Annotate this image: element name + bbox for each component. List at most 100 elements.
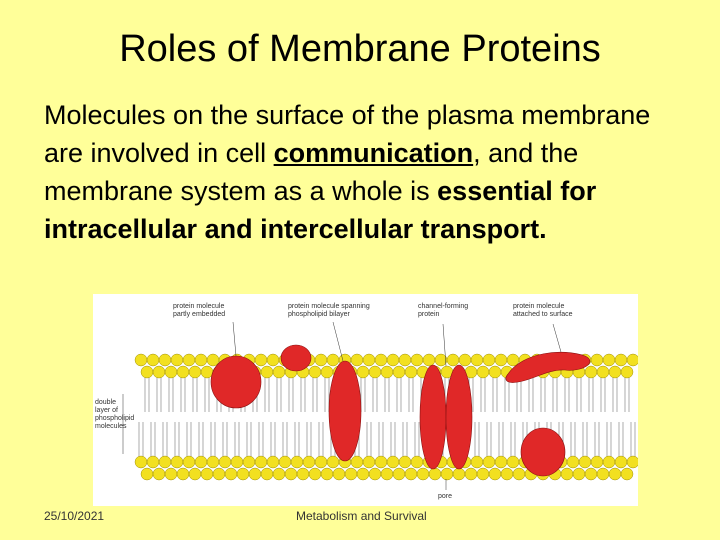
- lipid-head: [452, 467, 466, 481]
- lipid-head: [326, 353, 340, 367]
- lipid-head: [224, 467, 238, 481]
- lipid-head: [386, 455, 400, 469]
- lipid-head: [146, 353, 160, 367]
- lipid-head: [374, 455, 388, 469]
- footer-date: 25/10/2021: [44, 509, 105, 523]
- channel-protein-right: [445, 364, 473, 470]
- label-lines: [122, 321, 562, 490]
- lipid-head: [476, 365, 490, 379]
- lipid-head: [248, 467, 262, 481]
- lipid-head: [362, 455, 376, 469]
- lipid-head: [386, 353, 400, 367]
- lipid-head: [194, 353, 208, 367]
- lipid-head: [626, 455, 640, 469]
- protein-partly-embedded: [210, 355, 262, 409]
- slide-body-text: Molecules on the surface of the plasma m…: [44, 96, 694, 248]
- lipid-head: [602, 455, 616, 469]
- lipid-head: [314, 455, 328, 469]
- membrane-svg: protein molecule partly embedded protein…: [95, 303, 640, 500]
- protein-partly-embedded-small: [280, 344, 312, 372]
- lipid-head: [176, 467, 190, 481]
- lipid-head: [188, 365, 202, 379]
- lipid-head: [170, 455, 184, 469]
- lipid-head: [182, 455, 196, 469]
- lipid-head: [350, 353, 364, 367]
- footer-title: Metabolism and Survival: [296, 509, 427, 523]
- lipid-head: [356, 365, 370, 379]
- lipid-head: [158, 455, 172, 469]
- lipid-head: [500, 467, 514, 481]
- lipid-head: [488, 467, 502, 481]
- lipid-head: [266, 455, 280, 469]
- lipid-head: [218, 455, 232, 469]
- lipid-head: [290, 455, 304, 469]
- lipid-head: [140, 467, 154, 481]
- lipid-head: [392, 467, 406, 481]
- lipid-head: [596, 467, 610, 481]
- label-pore: pore: [438, 493, 452, 500]
- body-text-part2: , and the membrane system as a whole is: [44, 138, 579, 206]
- label-spanning-2: phospholipid bilayer: [288, 311, 351, 318]
- lipid-head: [464, 467, 478, 481]
- lipid-head: [590, 455, 604, 469]
- lipid-head: [152, 365, 166, 379]
- lipid-head: [296, 467, 310, 481]
- channel-protein-left: [419, 364, 447, 470]
- label-spanning-1: protein molecule spanning: [288, 303, 370, 310]
- lipid-head: [158, 353, 172, 367]
- label-bilayer-3: phospholipid: [95, 415, 134, 422]
- lipid-head: [206, 353, 220, 367]
- lipid-head: [146, 455, 160, 469]
- lipid-head: [164, 365, 178, 379]
- body-text-underlined: communication: [273, 138, 474, 168]
- lipid-head: [416, 467, 430, 481]
- lipid-head: [440, 467, 454, 481]
- lipid-head: [140, 365, 154, 379]
- body-text-part1: Molecules on the surface of the plasma m…: [44, 100, 651, 168]
- lipid-head: [320, 365, 334, 379]
- slide-title: Roles of Membrane Proteins: [119, 28, 601, 70]
- lipid-head: [506, 455, 520, 469]
- lipid-head: [362, 353, 376, 367]
- lipid-head: [266, 353, 280, 367]
- lipid-head: [608, 365, 622, 379]
- lipid-head: [494, 353, 508, 367]
- protein-attached-lower: [520, 427, 566, 477]
- lipid-head: [308, 365, 322, 379]
- lipid-head: [284, 467, 298, 481]
- label-embedded-2: partly embedded: [173, 311, 225, 318]
- lipid-head: [170, 353, 184, 367]
- lipid-head: [134, 353, 148, 367]
- lipid-head: [566, 455, 580, 469]
- lipid-head: [422, 353, 436, 367]
- lipid-head: [578, 455, 592, 469]
- lipid-head: [260, 365, 274, 379]
- lipid-head: [206, 455, 220, 469]
- label-bilayer-2: layer of: [95, 407, 118, 414]
- lipid-head: [410, 455, 424, 469]
- body-text-bold: essential for intracellular and intercel…: [44, 176, 597, 244]
- lipid-head: [446, 353, 460, 367]
- lipid-head: [494, 455, 508, 469]
- lipid-head: [602, 353, 616, 367]
- lipid-head: [314, 353, 328, 367]
- lipid-head: [134, 455, 148, 469]
- protein-attached-surface: [505, 351, 591, 383]
- lipid-head: [254, 455, 268, 469]
- lipid-head: [392, 365, 406, 379]
- lipid-head: [356, 467, 370, 481]
- lipid-head: [470, 455, 484, 469]
- lipid-head: [320, 467, 334, 481]
- lipid-head: [482, 455, 496, 469]
- lipid-head: [614, 353, 628, 367]
- lipid-head: [368, 365, 382, 379]
- lipid-head: [404, 365, 418, 379]
- lipid-head: [200, 365, 214, 379]
- lipid-head: [620, 467, 634, 481]
- proteins: [210, 344, 591, 477]
- lipid-head: [512, 467, 526, 481]
- lipid-head: [212, 467, 226, 481]
- lipid-head: [620, 365, 634, 379]
- lipid-head: [278, 455, 292, 469]
- label-surface-2: attached to surface: [513, 311, 573, 318]
